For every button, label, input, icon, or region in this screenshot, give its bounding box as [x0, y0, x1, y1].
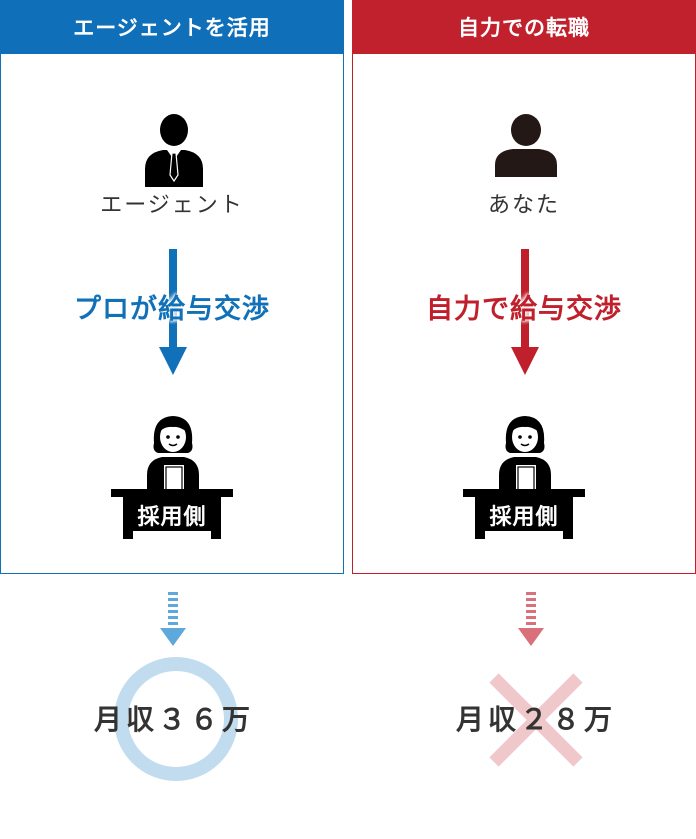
employer-label: 採用側 — [489, 505, 559, 530]
cross-mark-icon — [489, 673, 583, 767]
agent-panel: エージェントを活用 エージェント プロが給与交渉 採用側 — [0, 0, 344, 574]
person-icon — [495, 114, 557, 177]
agent-salary-result: 月収３６万 — [93, 703, 254, 736]
self-panel: 自力での転職 あなた 自力で給与交渉 採用側 — [352, 0, 696, 574]
recruiter-icon — [499, 416, 551, 491]
self-negotiation-label: 自力で給与交渉 — [426, 294, 622, 325]
circle-mark-icon — [114, 657, 238, 781]
recruiter-icon — [147, 416, 199, 491]
self-salary-result: 月収２８万 — [455, 703, 616, 736]
agent-panel-header: エージェントを活用 — [0, 0, 344, 54]
dashed-down-arrow-icon — [160, 592, 186, 646]
employer-label: 採用側 — [137, 505, 207, 530]
desk-icon — [463, 489, 585, 539]
dashed-down-arrow-icon — [518, 592, 544, 646]
desk-icon — [111, 489, 233, 539]
pro-negotiation-label: プロが給与交渉 — [74, 294, 270, 325]
you-label: あなた — [487, 193, 560, 218]
down-arrow-icon — [159, 249, 187, 375]
down-arrow-icon — [511, 249, 539, 375]
agent-label: エージェント — [100, 193, 244, 218]
self-panel-header: 自力での転職 — [352, 0, 696, 54]
businessman-icon — [145, 114, 203, 187]
